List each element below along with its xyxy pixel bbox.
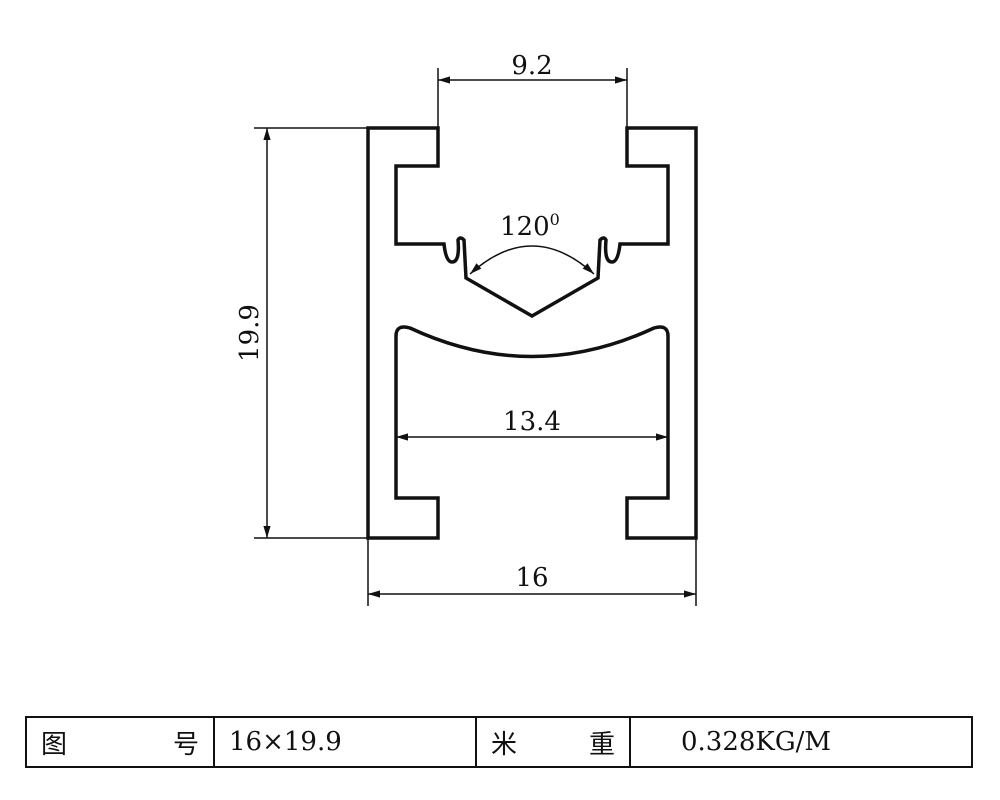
dim-slot-width <box>437 68 628 128</box>
weight-value: 0.328KG/M <box>629 716 973 768</box>
dim-width-label: 16 <box>515 563 548 593</box>
dim-slot-width-label: 9.2 <box>511 51 552 81</box>
label-char: 图 <box>41 729 68 760</box>
dim-inner-width-label: 13.4 <box>503 407 561 437</box>
profile-outline <box>366 126 698 540</box>
dim-width <box>367 538 697 606</box>
weight-label: 米重 <box>475 716 631 768</box>
label-char: 重 <box>588 729 615 760</box>
dim-angle <box>469 245 595 275</box>
drawing-number-value: 16×19.9 <box>213 716 477 768</box>
title-block: 图号 16×19.9 米重 0.328KG/M <box>25 716 973 768</box>
dim-height <box>254 127 368 539</box>
label-char: 米 <box>491 729 518 760</box>
dim-angle-label: 1200 <box>500 210 560 242</box>
label-char: 号 <box>172 729 199 760</box>
dim-height-label: 19.9 <box>235 304 265 362</box>
drawing-number-label: 图号 <box>25 716 215 768</box>
